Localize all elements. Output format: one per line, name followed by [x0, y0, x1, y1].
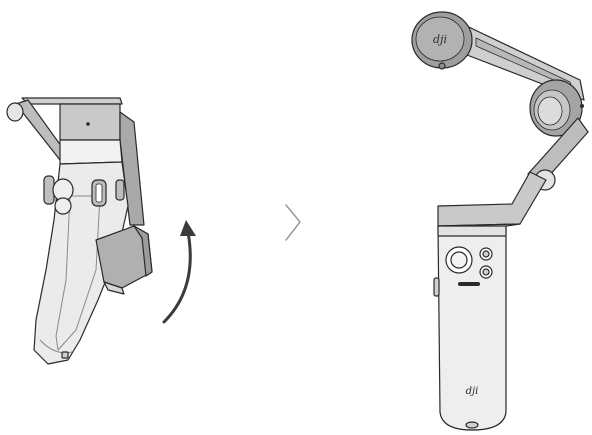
unfolded-control-panel	[445, 246, 493, 286]
rotation-arrow	[162, 220, 196, 324]
folded-diagonal-arm	[15, 99, 65, 161]
tripod-mount	[465, 421, 479, 429]
unfolded-handle-logo: dji	[466, 386, 479, 397]
unfolded-top-logo: dji	[433, 33, 447, 46]
folded-top-arm	[21, 97, 123, 105]
next-step-chevron	[285, 204, 301, 241]
folded-collar	[59, 139, 123, 165]
unfolded-l-arm	[437, 171, 547, 227]
unfolded-gimbal: dji	[411, 11, 589, 431]
folded-gimbal	[6, 97, 153, 365]
folded-handle-groove	[55, 195, 101, 351]
folded-knob	[6, 102, 24, 122]
unfolded-handle	[437, 223, 521, 431]
folded-l-arm	[119, 111, 145, 226]
folded-head-block	[59, 103, 121, 141]
